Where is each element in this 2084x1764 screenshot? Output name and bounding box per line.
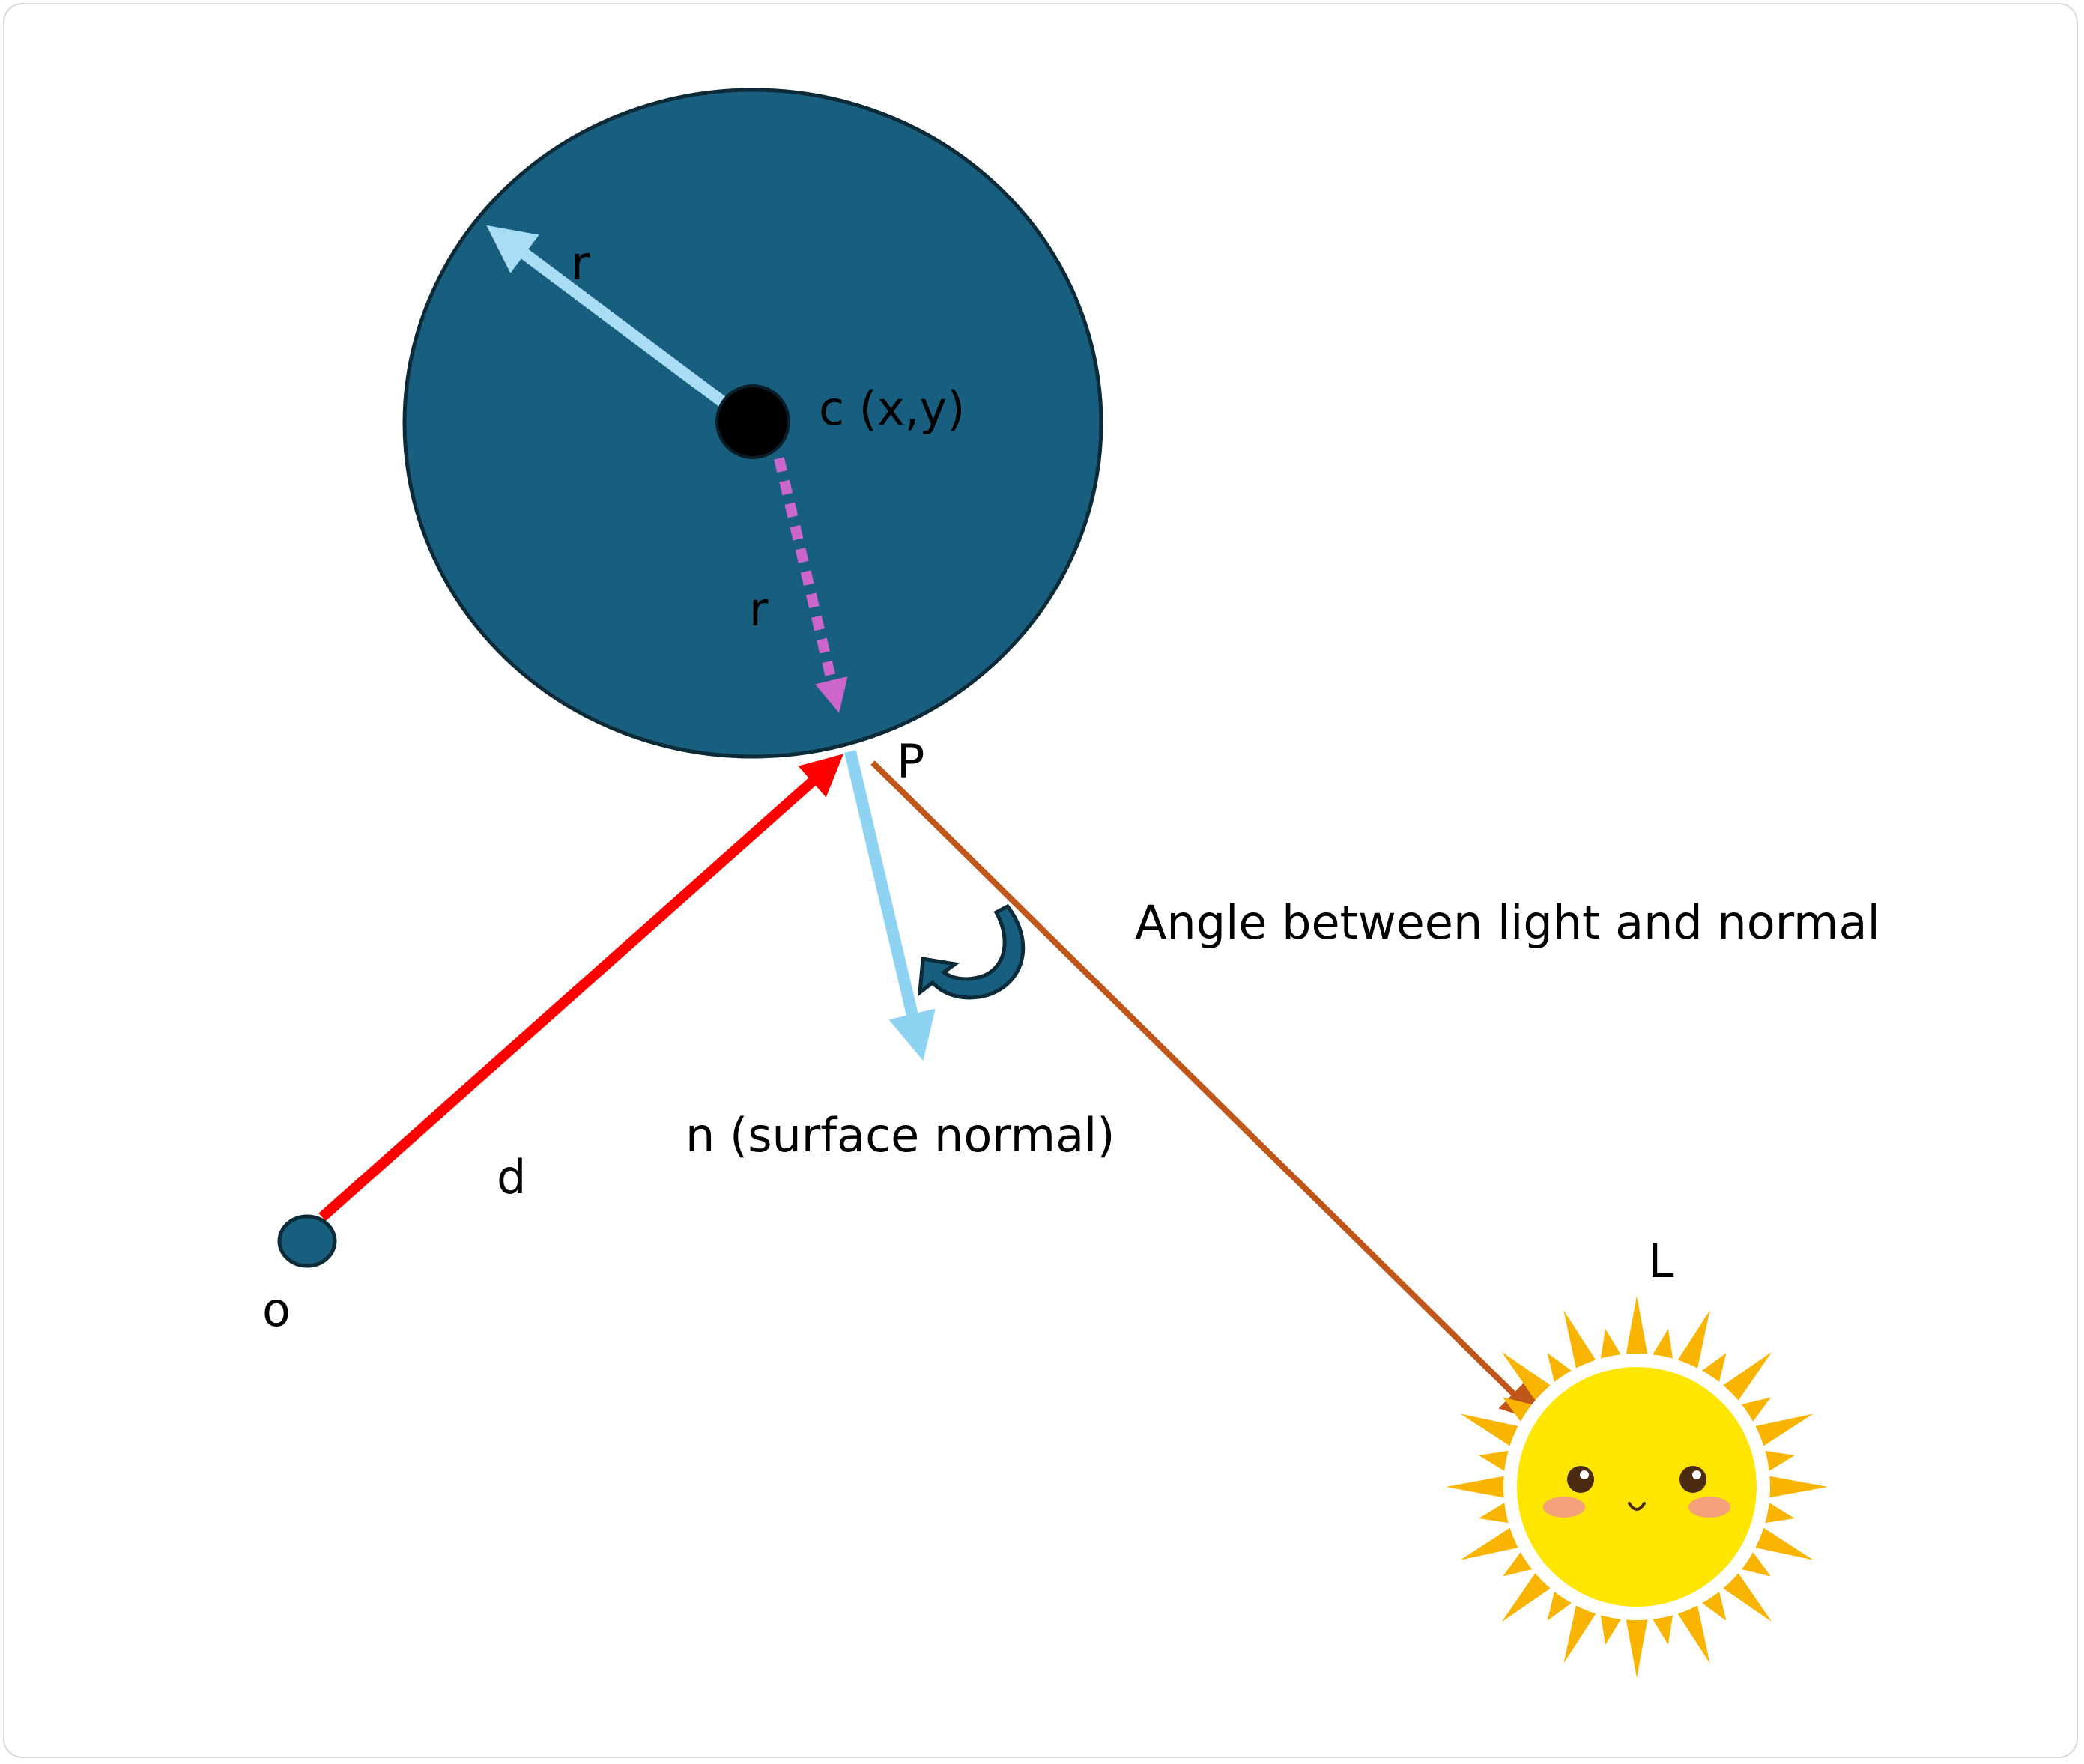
sun-ray [1446,1476,1506,1498]
origin-label: o [262,1282,291,1337]
light-label: L [1648,1234,1674,1288]
sun-ray [1503,1397,1535,1424]
radius-arrow [486,225,753,427]
light-ray-arrow [870,760,1543,1423]
sun-ray [1479,1501,1511,1524]
sun-ray [1763,1501,1795,1524]
sun-left-cheek [1543,1497,1585,1518]
normal-arrow [844,750,936,1061]
sun-right-eye [1679,1466,1706,1493]
radius-label-top: r [571,236,590,291]
sun-left-eye-highlight [1580,1470,1589,1479]
sun-ray [1600,1613,1623,1645]
sun-right-eye-highlight [1692,1470,1701,1479]
sun-ray [1753,1527,1814,1560]
sun-ray [1721,1571,1772,1622]
sun-ray [1651,1613,1673,1645]
sun-ray [1501,1571,1553,1622]
sun-ray [1700,1353,1727,1385]
sun-ray [1676,1310,1710,1371]
sun-ray [1503,1550,1535,1577]
sun-ray [1479,1450,1511,1473]
origin-point [277,1214,337,1268]
sun-ray [1626,1617,1648,1678]
sun-smile [1628,1502,1646,1511]
sun-ray [1753,1413,1814,1447]
ray-direction-arrow [318,754,843,1222]
direction-label: d [497,1150,526,1204]
sun-ray [1763,1450,1795,1473]
sun-ray [1460,1527,1521,1560]
sun-ray [1563,1603,1597,1664]
center-label: c (x,y) [819,381,965,436]
sun-ray [1676,1603,1710,1664]
sun-body [1517,1367,1757,1607]
sun-ray [1460,1413,1521,1447]
sun-icon [1446,1296,1828,1678]
sun-ray [1739,1550,1771,1577]
radius-label-dotted: r [749,582,769,637]
sun-ray [1767,1476,1828,1498]
normal-label: n (surface normal) [685,1108,1115,1163]
angle-label: Angle between light and normal [1135,895,1880,950]
sun-left-eye [1567,1466,1594,1493]
sun-ray [1700,1589,1727,1621]
sun-ray [1563,1310,1597,1371]
curved-angle-arrow-icon [918,903,1026,1000]
sun-ray [1626,1296,1648,1357]
dotted-radius-arrow [774,457,848,713]
sun-ray [1739,1397,1771,1424]
sun-ray [1600,1329,1623,1361]
center-point [715,384,790,459]
sun-ray [1721,1351,1772,1403]
sun-right-cheek [1688,1497,1730,1518]
sun-ray [1547,1353,1574,1385]
sun-ray [1547,1589,1574,1621]
point-label: P [897,734,924,789]
sun-ray [1501,1351,1553,1403]
sun-ray [1651,1329,1673,1361]
